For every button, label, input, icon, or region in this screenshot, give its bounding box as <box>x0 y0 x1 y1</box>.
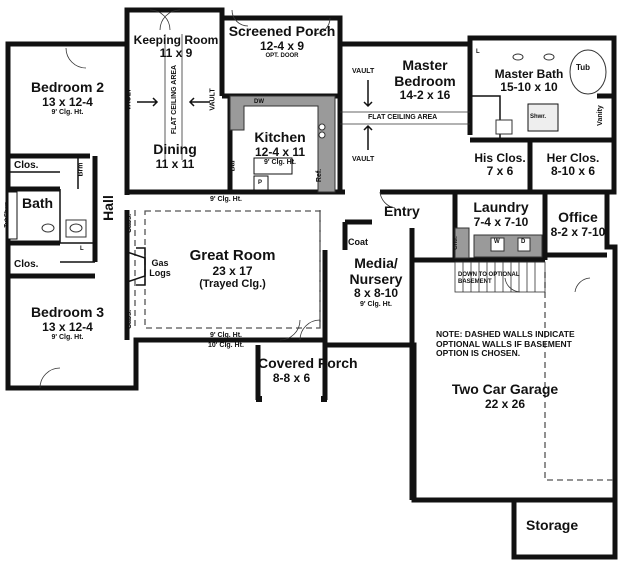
room-name: Great Room <box>189 247 276 264</box>
cabinets-label: Cabs. <box>126 213 134 234</box>
room-dims: 23 x 17 <box>212 263 253 278</box>
hall: Hall <box>99 195 116 221</box>
room-dims: 12-4 x 9 <box>259 38 305 53</box>
room-name: Media/ Nursery <box>349 255 403 287</box>
master-bath: Master Bath 15-10 x 10 <box>478 67 580 95</box>
bedroom-2: Bedroom 2 13 x 12-4 9' Clg. Ht. <box>8 79 127 117</box>
tub-shower-label: TubShwr <box>4 202 11 228</box>
ceiling-height: 9' Clg. Ht. <box>51 109 84 117</box>
room-dims: 14-2 x 16 <box>399 88 451 103</box>
flat-ceiling-label: FLAT CEILING AREA <box>368 114 438 121</box>
gas-logs-label: Gas Logs <box>149 258 171 279</box>
room-name: Dining <box>153 141 197 157</box>
room-dims: 13 x 12-4 <box>42 94 93 109</box>
bar-label: Bar <box>229 159 237 172</box>
room-name: Office <box>558 209 598 225</box>
vanity-label: Vanity <box>596 105 604 126</box>
room-name: Kitchen <box>254 129 306 145</box>
ceiling-height: 9' Clg. Ht. <box>360 300 392 308</box>
washer-label: W <box>494 239 500 245</box>
basement-note: NOTE: DASHED WALLS INDICATE OPTIONAL WAL… <box>436 329 575 359</box>
room-name: Two Car Garage <box>451 381 559 397</box>
media-nursery: Media/ Nursery 8 x 8-10 9' Clg. Ht. <box>338 255 414 309</box>
tub-label: Tub <box>576 63 591 72</box>
room-dims: 8-2 x 7-10 <box>550 224 606 239</box>
kitchen-counter <box>229 95 336 193</box>
ceiling-height: 9' Clg. Ht. <box>51 334 84 342</box>
room-name: Keeping Room <box>133 33 219 47</box>
vault-label: VAULT <box>209 88 217 111</box>
room-name: Covered Porch <box>258 355 358 371</box>
entry: Entry <box>384 203 420 219</box>
ceiling-height: 9' Clg. Ht. <box>210 196 242 203</box>
room-dims: 15-10 x 10 <box>500 80 558 95</box>
room-name: Her Clos. <box>546 151 600 165</box>
vault-label: VAULT <box>352 156 375 163</box>
room-name: Bedroom 3 <box>30 304 105 320</box>
pantry-label: P <box>258 180 263 186</box>
kitchen: Kitchen 12-4 x 11 9' Clg. Ht. <box>240 129 320 167</box>
linen-label: L <box>80 246 84 252</box>
ceiling-height: 9' Clg. Ht. <box>210 332 242 339</box>
counter-label: Cntr. <box>452 236 459 250</box>
great-room: Great Room 23 x 17 (Trayed Clg.) <box>145 247 320 291</box>
vault-label: VAULT <box>352 68 375 75</box>
bedroom-3: Bedroom 3 13 x 12-4 9' Clg. Ht. <box>8 304 127 342</box>
room-dims: 8-8 x 6 <box>272 370 311 385</box>
linen-label: L <box>476 49 480 55</box>
room-dims: 13 x 12-4 <box>42 319 93 334</box>
her-closet: Her Clos. 8-10 x 6 <box>532 151 614 179</box>
room-dims: 12-4 x 11 <box>254 144 306 159</box>
broom-closet-label: Brm <box>77 162 85 177</box>
closet-label: Clos. <box>14 259 39 270</box>
coat-closet-label: Coat <box>348 237 368 247</box>
room-name: Master Bath <box>494 67 564 81</box>
room-dims: 11 x 11 <box>155 156 195 171</box>
master-bedroom: Master Bedroom 14-2 x 16 <box>380 57 470 103</box>
room-dims: 8-10 x 6 <box>550 164 596 179</box>
dryer-label: D <box>521 239 526 245</box>
ref-label: Ref. <box>316 168 324 183</box>
his-closet: His Clos. 7 x 6 <box>470 151 530 179</box>
cabinets-label: Cabs. <box>126 309 134 330</box>
ceiling-height: 10' Clg. Ht. <box>208 342 244 349</box>
laundry: Laundry 7-4 x 7-10 <box>456 199 546 229</box>
room-name: Bedroom 2 <box>30 79 105 95</box>
shower-label: Shwr. <box>530 114 547 120</box>
covered-porch: Covered Porch 8-8 x 6 <box>258 355 358 385</box>
room-dims: 8 x 8-10 <box>353 286 399 301</box>
screened-porch: Screened Porch 12-4 x 9 OPT. DOOR <box>224 23 340 60</box>
dishwasher-label: DW <box>254 99 264 105</box>
room-note: (Trayed Clg.) <box>199 278 266 291</box>
room-dims: 11 x 9 <box>159 46 193 61</box>
dining: Dining 11 x 11 <box>128 141 222 171</box>
room-dims: 22 x 26 <box>484 396 526 411</box>
room-dims: 7 x 6 <box>486 164 514 179</box>
basement-stairs <box>454 261 546 293</box>
bath: Bath <box>22 195 54 211</box>
closet-label: Clos. <box>14 160 39 171</box>
room-name: Master Bedroom <box>394 57 456 89</box>
room-name: Laundry <box>473 199 529 215</box>
room-note: OPT. DOOR <box>265 53 299 60</box>
flat-ceiling-label: FLAT CEILING AREA <box>171 64 179 135</box>
room-name: Screened Porch <box>228 23 336 39</box>
room-dims: 7-4 x 7-10 <box>473 214 529 229</box>
keeping-room: Keeping Room 11 x 9 <box>128 33 224 61</box>
ceiling-height: 9' Clg. Ht. <box>264 159 296 167</box>
fireplace <box>136 247 146 286</box>
two-car-garage: Two Car Garage 22 x 26 <box>430 381 580 411</box>
storage: Storage <box>526 517 579 533</box>
basement-stairs-label: DOWN TO OPTIONAL BASEMENT <box>458 272 520 285</box>
room-name: His Clos. <box>474 151 526 165</box>
office: Office 8-2 x 7-10 <box>545 209 611 239</box>
